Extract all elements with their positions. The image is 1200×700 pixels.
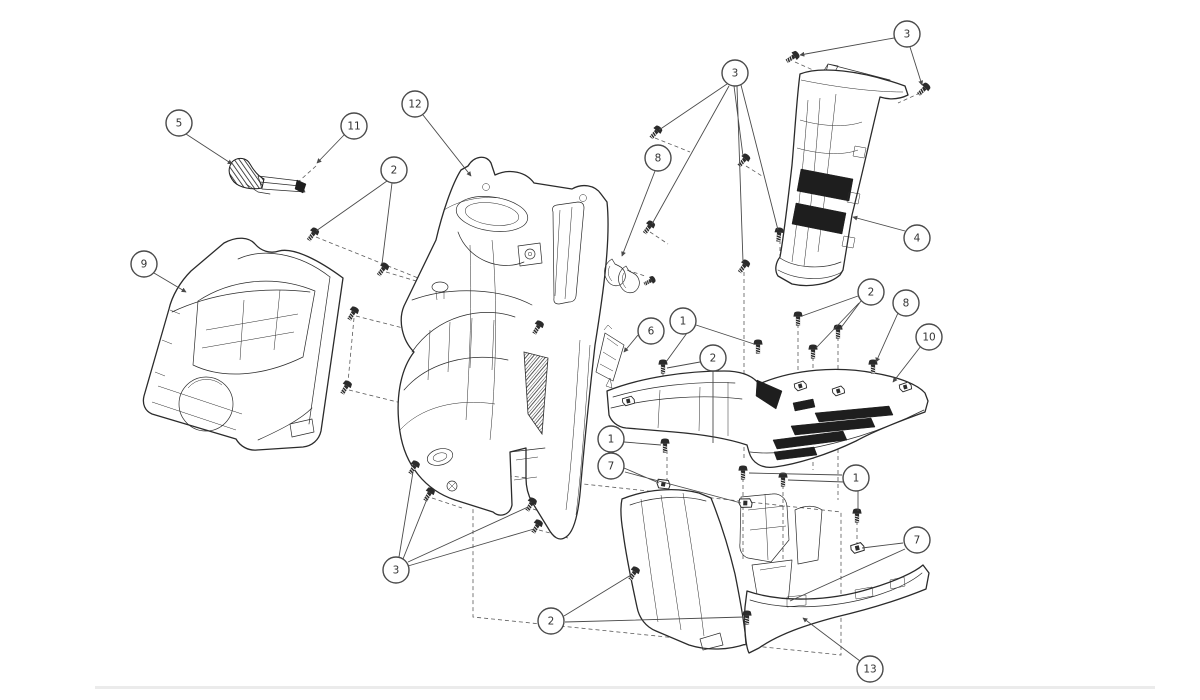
callout-1: 1 (842, 464, 870, 492)
callout-8: 8 (892, 289, 920, 317)
callout-10: 10 (915, 323, 943, 351)
part-4-upper-panel (775, 63, 909, 287)
svg-text:2: 2 (710, 353, 717, 365)
callout-2: 2 (537, 607, 565, 635)
leader-lines (153, 37, 924, 662)
svg-text:2: 2 (391, 165, 398, 177)
svg-text:4: 4 (914, 233, 921, 245)
callout-3: 3 (721, 59, 749, 87)
svg-text:13: 13 (863, 664, 876, 676)
callout-11: 11 (340, 112, 368, 140)
svg-text:7: 7 (608, 461, 615, 473)
part-9-front-cover (142, 237, 344, 451)
part-8-hook (604, 258, 640, 294)
callout-1: 1 (597, 425, 625, 453)
svg-text:12: 12 (408, 99, 421, 111)
callout-9: 9 (130, 250, 158, 278)
part-10-floorboard (606, 368, 929, 469)
callout-3: 3 (893, 20, 921, 48)
callout-12: 12 (401, 90, 429, 118)
svg-text:2: 2 (548, 616, 555, 628)
svg-text:11: 11 (347, 121, 360, 133)
svg-text:1: 1 (853, 473, 860, 485)
svg-text:5: 5 (176, 118, 183, 130)
callout-3: 3 (382, 556, 410, 584)
svg-text:8: 8 (903, 298, 910, 310)
part-12-front-apron-panel (397, 156, 609, 540)
svg-text:9: 9 (141, 259, 148, 271)
callout-7: 7 (903, 526, 931, 554)
callout-13: 13 (856, 655, 884, 683)
svg-text:6: 6 (648, 326, 655, 338)
callout-2: 2 (857, 278, 885, 306)
svg-text:7: 7 (914, 535, 921, 547)
callout-2: 2 (699, 344, 727, 372)
svg-text:2: 2 (868, 287, 875, 299)
callout-2: 2 (380, 156, 408, 184)
callout-4: 4 (903, 224, 931, 252)
callout-7: 7 (597, 452, 625, 480)
svg-text:3: 3 (393, 565, 400, 577)
svg-text:10: 10 (922, 332, 935, 344)
svg-text:8: 8 (655, 153, 662, 165)
svg-text:1: 1 (680, 316, 687, 328)
footer-divider (95, 686, 1155, 689)
callout-1: 1 (669, 307, 697, 335)
callout-8: 8 (644, 144, 672, 172)
callout-6: 6 (637, 317, 665, 345)
part-6-bracket (595, 324, 625, 389)
callout-5: 5 (165, 109, 193, 137)
part-5-11-trim-bracket (228, 157, 307, 195)
svg-text:1: 1 (608, 434, 615, 446)
svg-text:3: 3 (904, 29, 911, 41)
part-13-lower-cover (620, 476, 930, 654)
svg-text:3: 3 (732, 68, 739, 80)
